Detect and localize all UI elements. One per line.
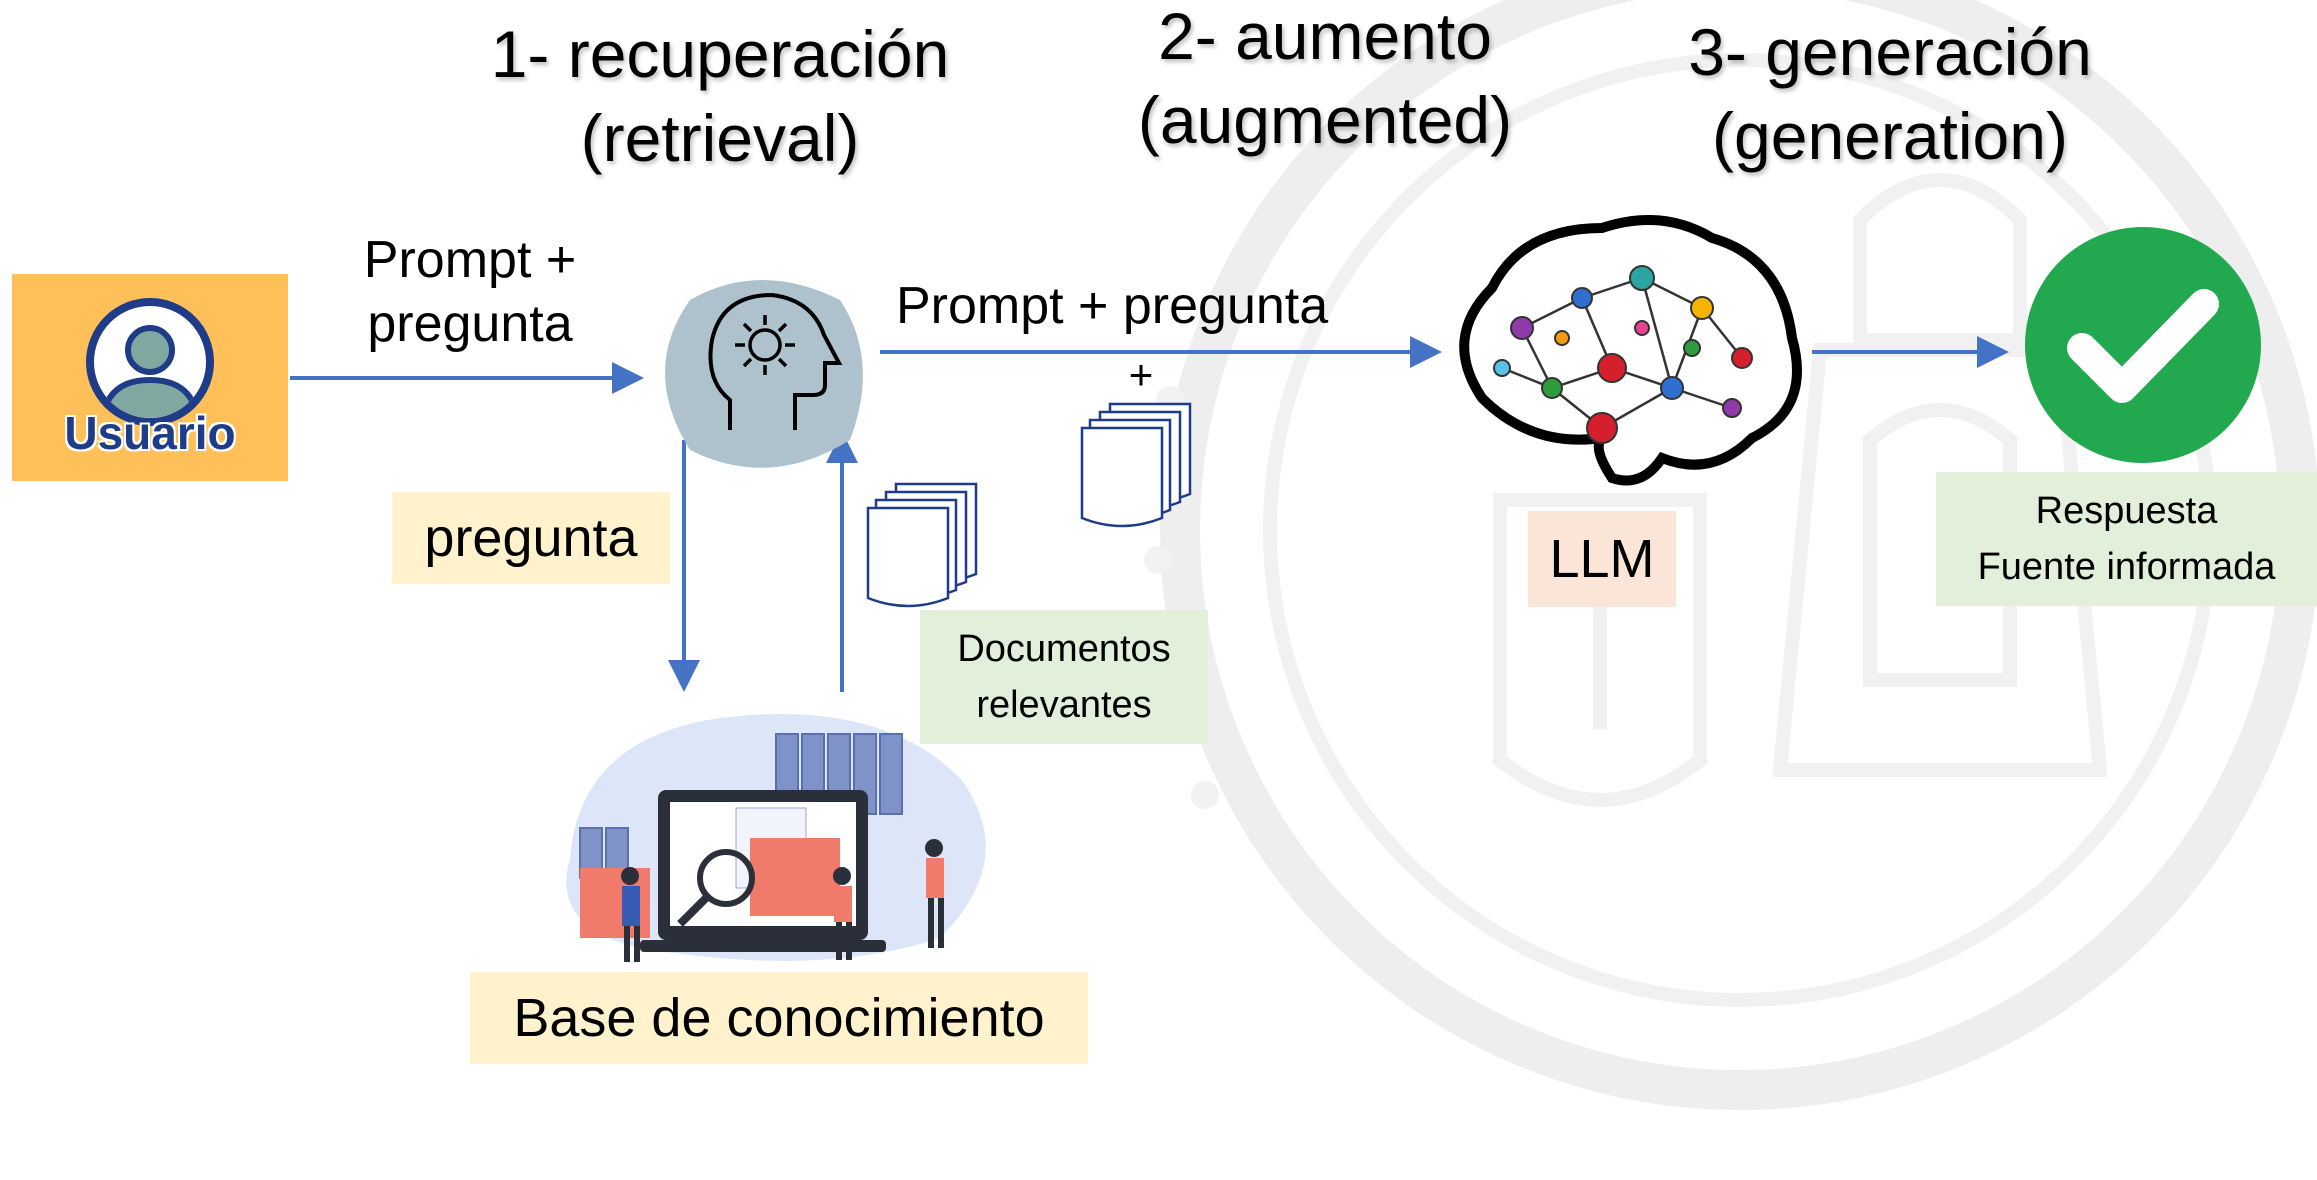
flow-arrows bbox=[290, 336, 2009, 692]
stage-title-augmented-line1: 2- aumento bbox=[1158, 0, 1492, 73]
prompt-pregunta-line1: Prompt + bbox=[363, 231, 577, 289]
plus-sign: + bbox=[1128, 351, 1154, 398]
stage-title-retrieval: 1- recuperación (retrieval) bbox=[440, 12, 1000, 180]
documents-stack-icon-augmented bbox=[1080, 402, 1192, 528]
pregunta-label: pregunta bbox=[424, 508, 638, 568]
respuesta-line1: Respuesta bbox=[2035, 490, 2218, 532]
pregunta-box: pregunta bbox=[392, 492, 670, 584]
documentos-line1: Documentos bbox=[957, 628, 1171, 670]
documents-stack-icon-retrieved bbox=[866, 482, 978, 608]
user-box: Usuario bbox=[12, 274, 288, 481]
knowledge-base-box: Base de conocimiento bbox=[470, 972, 1088, 1064]
prompt-pregunta-line2: pregunta bbox=[367, 295, 573, 353]
respuesta-box: Respuesta Fuente informada bbox=[1936, 472, 2317, 606]
prompt-pregunta-label: Prompt + pregunta bbox=[320, 228, 620, 356]
user-label: Usuario bbox=[64, 407, 236, 459]
knowledge-base-illustration bbox=[566, 714, 986, 962]
llm-brain-network-icon bbox=[1459, 215, 1802, 486]
user-icon bbox=[86, 298, 214, 426]
llm-label: LLM bbox=[1549, 529, 1655, 589]
stage-title-augmented-line2: (augmented) bbox=[1137, 83, 1513, 157]
prompt-pregunta-llm-label: Prompt + pregunta bbox=[896, 277, 1329, 335]
stage-title-generation: 3- generación (generation) bbox=[1620, 10, 2160, 178]
stage-title-augmented: 2- aumento (augmented) bbox=[1070, 0, 1580, 162]
retrieval-head-gear-icon bbox=[665, 280, 863, 468]
llm-box: LLM bbox=[1528, 511, 1676, 607]
stage-title-retrieval-line2: (retrieval) bbox=[580, 101, 860, 175]
respuesta-line2: Fuente informada bbox=[1977, 546, 2276, 588]
stage-title-retrieval-line1: 1- recuperación bbox=[490, 17, 950, 91]
documentos-relevantes-box: Documentos relevantes bbox=[920, 610, 1208, 744]
documentos-line2: relevantes bbox=[976, 684, 1152, 726]
check-icon bbox=[2025, 227, 2261, 463]
stage-title-generation-line1: 3- generación bbox=[1688, 15, 2092, 89]
stage-title-generation-line2: (generation) bbox=[1712, 99, 2068, 173]
knowledge-base-label: Base de conocimiento bbox=[513, 988, 1045, 1048]
